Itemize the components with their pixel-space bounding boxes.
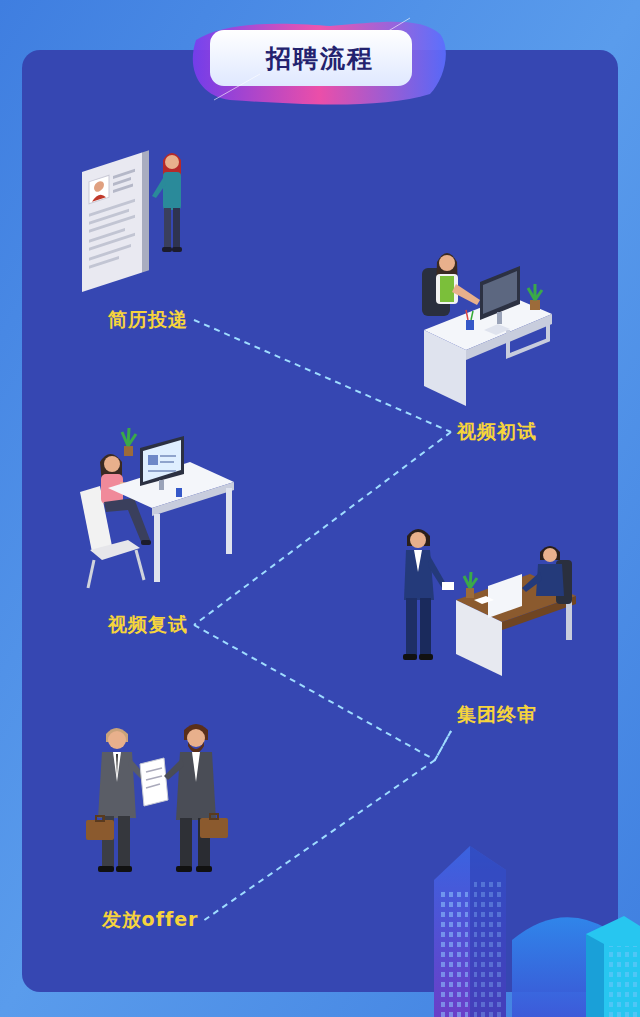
step-label-box: 视频复试 <box>102 609 194 641</box>
dashed-connector <box>194 320 451 432</box>
step-label: 发放offer <box>102 907 199 933</box>
step-label: 视频初试 <box>457 419 537 445</box>
handshake-scene <box>86 724 228 872</box>
desk-scene-1 <box>422 253 552 406</box>
title-text: 招聘流程 <box>266 42 374 75</box>
step-label-box: 发放offer <box>96 904 205 936</box>
step-label: 简历投递 <box>108 307 188 333</box>
step-label-box: 视频初试 <box>451 416 543 448</box>
desk-scene-2 <box>80 428 234 588</box>
standing-woman <box>152 153 182 252</box>
title-badge <box>193 18 446 105</box>
dashed-connector <box>194 432 451 625</box>
step-label-box: 简历投递 <box>102 304 194 336</box>
step-label-box: 集团终审 <box>451 699 543 731</box>
resume-board <box>82 150 149 292</box>
city-buildings <box>434 846 640 1017</box>
dashed-connector <box>204 731 451 920</box>
desk-scene-3 <box>403 529 576 676</box>
step-label: 视频复试 <box>108 612 188 638</box>
step-label: 集团终审 <box>457 702 537 728</box>
dashed-connector <box>194 625 451 760</box>
